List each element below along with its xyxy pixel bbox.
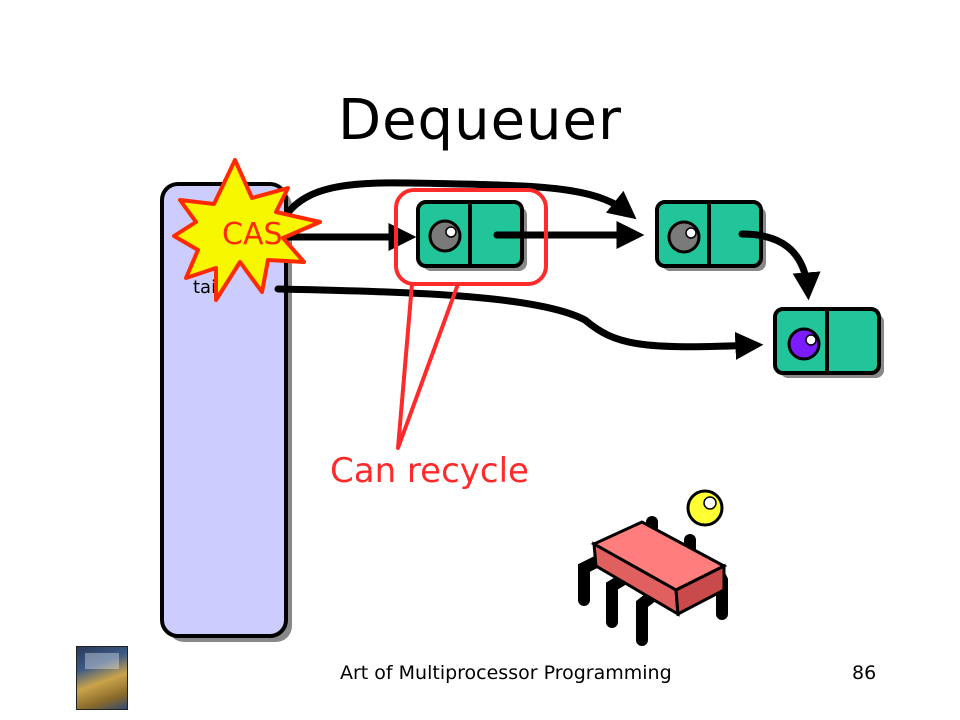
queue-node-tail	[773, 307, 884, 378]
cas-label: CAS	[222, 217, 283, 252]
thread-head	[686, 489, 724, 527]
queue-node-sentinel	[416, 200, 527, 271]
node2-next-arrow	[738, 230, 821, 301]
page-number: 86	[852, 662, 877, 684]
ref-dot	[428, 219, 462, 253]
callout-pointer	[396, 283, 460, 450]
queue-node-second	[655, 200, 766, 271]
recycle-annotation: Can recycle	[330, 451, 529, 491]
book-cover-icon	[76, 646, 128, 710]
slide-title: Dequeuer	[337, 88, 623, 153]
pointer-arrows	[274, 179, 821, 360]
cas-burst	[172, 158, 322, 302]
tail-arrow	[274, 285, 764, 360]
thread-figure	[578, 489, 728, 646]
recycle-callout	[394, 188, 548, 450]
new-head-arrow	[280, 179, 637, 222]
queue-object	[160, 182, 292, 642]
slide-footer: Art of Multiprocessor Programming	[340, 662, 672, 684]
recycle-highlight-box	[394, 188, 548, 286]
